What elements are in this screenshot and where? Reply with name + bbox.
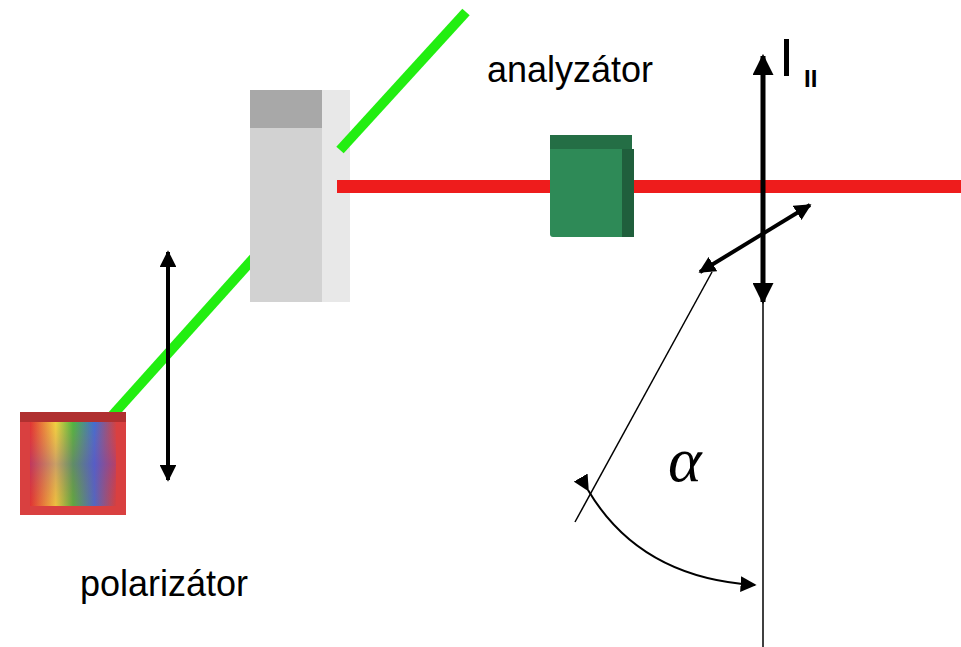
- part-label: analyzátor: [487, 52, 653, 88]
- sample-cuvette: [250, 90, 350, 302]
- part-label: polarizátor: [80, 566, 248, 602]
- red-beam: [337, 180, 961, 193]
- angle-arc: [588, 490, 755, 585]
- analyzer-direction-arrow: [700, 205, 810, 272]
- green-beam: [340, 12, 466, 150]
- polarizer-cube: [20, 412, 126, 515]
- subscript-label: II: [804, 67, 817, 91]
- angle-symbol: α: [668, 428, 702, 492]
- analyzer-cube: [550, 135, 634, 237]
- polarization-arrow: [166, 252, 170, 480]
- intensity-symbol: I: [779, 30, 794, 84]
- parallel-polarization-arrow: [761, 56, 766, 302]
- reference-line: [575, 272, 712, 522]
- reference-line: [762, 302, 764, 647]
